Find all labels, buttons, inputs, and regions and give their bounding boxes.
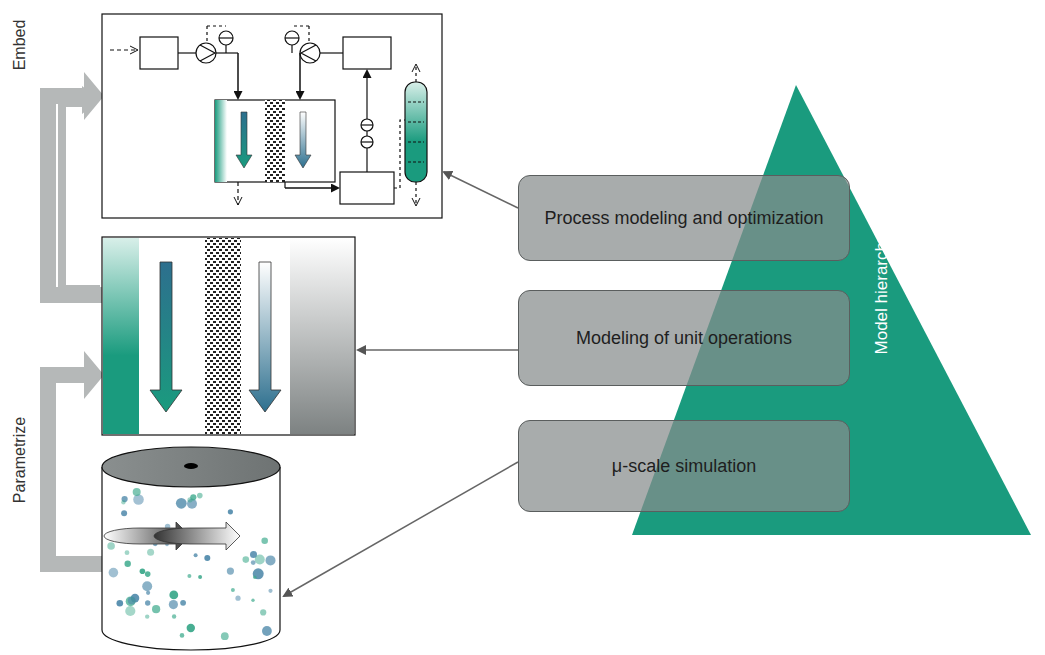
particle (169, 600, 178, 609)
particle (262, 626, 272, 636)
particle (121, 500, 125, 504)
particle (147, 549, 154, 556)
particle (190, 494, 196, 500)
particle (204, 555, 210, 561)
particle (253, 568, 264, 579)
particle (187, 574, 191, 578)
particle (109, 568, 119, 578)
stirred-vessel (102, 447, 280, 650)
particle (187, 624, 195, 632)
particle (235, 596, 240, 601)
particle (145, 571, 151, 577)
particle (251, 599, 254, 602)
hierarchy-level-box: Modeling of unit operations (518, 290, 850, 386)
flowsheet (102, 14, 442, 218)
particle (266, 555, 276, 565)
side-label: Embed (11, 18, 29, 73)
level-label: μ-scale simulation (612, 454, 756, 478)
particle (198, 575, 202, 579)
particle (117, 600, 124, 607)
particle (268, 589, 272, 593)
particle (251, 560, 256, 565)
particle (172, 614, 176, 618)
particle (194, 553, 198, 557)
particle (152, 605, 160, 613)
particle (228, 509, 233, 514)
particle (231, 588, 235, 592)
particle (142, 581, 152, 591)
particle (255, 555, 265, 565)
bracket-arrows (40, 72, 104, 572)
particle (180, 633, 185, 638)
particle (145, 614, 149, 618)
particle (243, 556, 250, 563)
hierarchy-level-box: Process modeling and optimization (518, 175, 850, 261)
particle (125, 550, 130, 555)
particle (180, 600, 186, 606)
particle (107, 542, 115, 550)
particle (125, 606, 135, 616)
hierarchy-level-box: μ-scale simulation (518, 420, 850, 512)
particle (121, 510, 127, 516)
triangle-fill (632, 85, 1031, 535)
level-label: Process modeling and optimization (544, 206, 823, 230)
axis-title: Model hierarchy (872, 234, 892, 355)
particle (197, 493, 203, 499)
particle (227, 568, 234, 575)
side-label: Parametrize (11, 415, 29, 505)
particle (253, 576, 257, 580)
particle (128, 597, 136, 605)
membrane-module (102, 237, 355, 435)
particle (133, 494, 144, 505)
particle (140, 568, 146, 574)
particle (125, 561, 131, 567)
particle (260, 609, 266, 615)
particle (221, 632, 229, 640)
particle (261, 537, 268, 544)
particle (133, 488, 141, 496)
particle (145, 600, 150, 605)
particle (146, 591, 150, 595)
particle (126, 596, 136, 606)
level-label: Modeling of unit operations (576, 326, 792, 350)
particle (169, 591, 178, 600)
leader-arrows (284, 172, 518, 596)
particle (176, 498, 187, 509)
